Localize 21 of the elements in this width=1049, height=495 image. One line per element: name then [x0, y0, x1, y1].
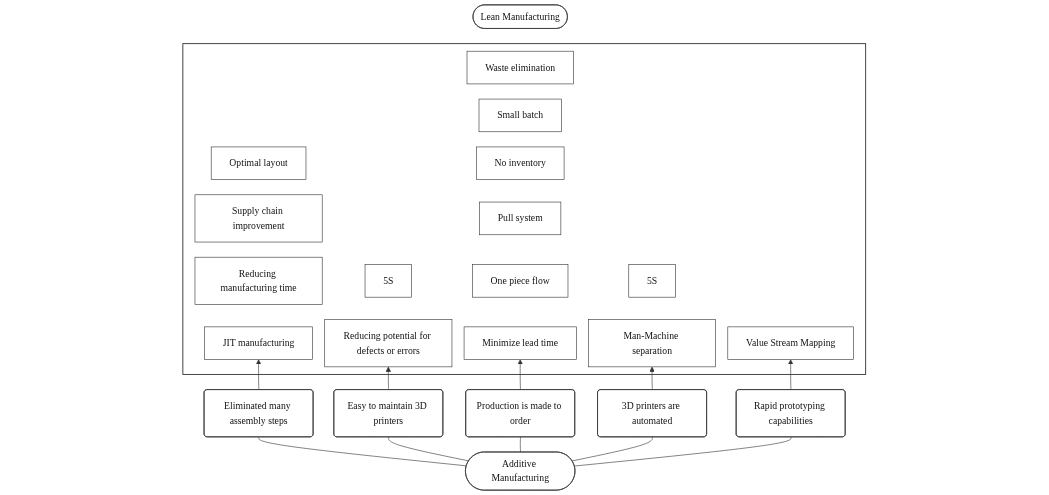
node-box: No inventory: [476, 146, 565, 180]
node-box: Supply chain improvement: [194, 194, 323, 243]
connector: [572, 436, 653, 462]
node-box: Reducing potential for defects or errors: [324, 319, 453, 368]
node-box: Waste elimination: [466, 50, 574, 85]
node-box: Pull system: [479, 201, 562, 236]
connector: [258, 436, 468, 467]
node-box: Reducing manufacturing time: [194, 256, 323, 305]
node-box: 5S: [628, 264, 676, 298]
node-box: Minimize lead time: [464, 326, 577, 360]
node-box: Small batch: [478, 98, 562, 133]
node-box: Man-Machine separation: [588, 319, 717, 368]
connector: [574, 436, 792, 467]
node-box: 5S: [365, 264, 413, 298]
cluster: [182, 43, 867, 375]
connector: [520, 436, 522, 453]
node-box: JIT manufacturing: [204, 326, 314, 360]
node-box: Optimal layout: [211, 146, 307, 180]
node-box: Value Stream Mapping: [727, 326, 855, 360]
connector: [388, 436, 470, 462]
node-box: One piece flow: [472, 264, 569, 298]
